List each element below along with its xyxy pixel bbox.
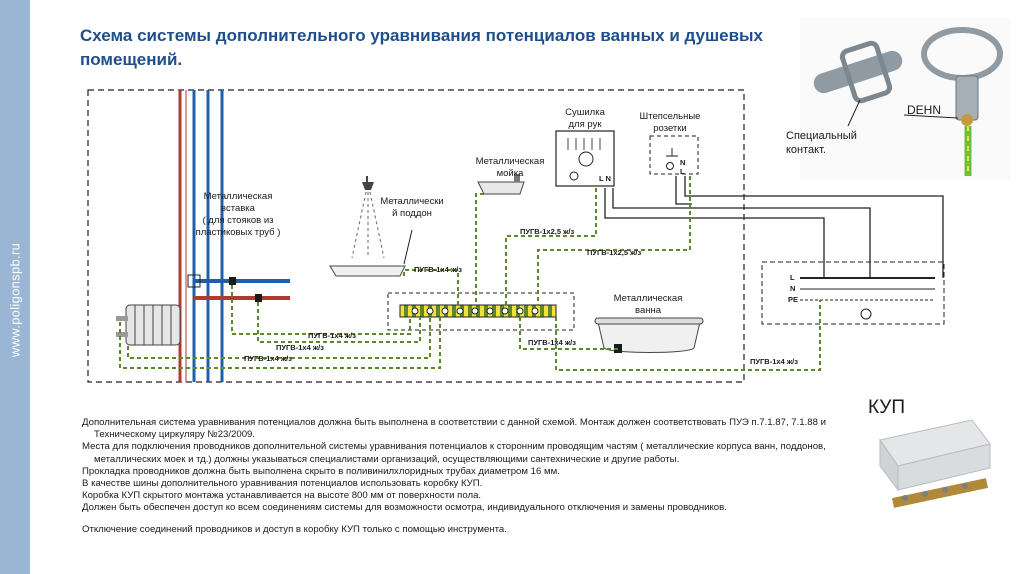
kup-label: КУП xyxy=(868,397,906,418)
power-wiring xyxy=(604,176,944,278)
socket-terminal-l: L xyxy=(680,167,685,176)
shower-tray xyxy=(329,229,413,277)
note-item: Коробка КУП скрытого монтажа устанавлива… xyxy=(82,490,482,502)
sink-label-2: мойка xyxy=(497,168,524,179)
insert-label-2: вставка xyxy=(221,203,256,214)
cable-label-riser: ПУГВ-1х4 ж/з xyxy=(276,343,324,352)
note-item: Прокладка проводников должна быть выполн… xyxy=(82,465,560,477)
dehn-label: DEHN xyxy=(907,103,941,117)
panel-terminal-l: L xyxy=(790,273,795,282)
cable-label-dryer: ПУГВ-1х2,5 ж/з xyxy=(520,227,574,236)
tray-label-1: Металлически xyxy=(380,196,443,207)
cable-label-insert: ПУГВ-1х4 ж/з xyxy=(308,331,356,340)
cable-label-radiator: ПУГВ-1х4 ж/з xyxy=(244,354,292,363)
bath-label-2: ванна xyxy=(635,305,662,316)
note-item: В качестве шины дополнительного уравнива… xyxy=(82,478,483,490)
socket-terminal-n: N xyxy=(680,158,685,167)
insert-label-1: Металлическая xyxy=(204,191,273,202)
special-contact-label-1: Специальный xyxy=(786,130,857,142)
note-item: Места для подключения проводников дополн… xyxy=(82,441,826,465)
dryer-label-1: Сушилка xyxy=(565,107,605,118)
panel-terminal-n: N xyxy=(790,284,795,293)
power-sockets xyxy=(649,135,699,175)
note-item: Дополнительная система уравнивания потен… xyxy=(82,417,826,441)
note-item: Отключение соединений проводников и дост… xyxy=(82,523,507,535)
special-contact-label-2: контакт. xyxy=(786,144,826,156)
cable-label-sockets: ПУГВ-1х2,5 ж/з xyxy=(587,248,641,257)
dryer-label-2: для рук xyxy=(569,119,603,130)
sockets-label-2: розетки xyxy=(653,123,687,134)
radiator xyxy=(116,304,181,346)
hand-dryer xyxy=(555,130,615,187)
notes-block: Дополнительная система уравнивания потен… xyxy=(82,417,842,536)
dryer-terminals: L N xyxy=(599,174,611,183)
metal-sink xyxy=(477,174,525,195)
insert-label-4: пластиковых труб ) xyxy=(196,227,281,238)
metal-bathtub xyxy=(594,317,704,353)
special-contact-photo: DEHN xyxy=(800,18,1010,180)
sink-label-1: Металлическая xyxy=(476,156,545,167)
cable-label-bath: ПУГВ-1х4 ж/з xyxy=(528,338,576,347)
distribution-panel xyxy=(761,261,945,325)
page-title: Схема системы дополнительного уравнивани… xyxy=(80,26,764,69)
cable-label-tray: ПУГВ-1х4 ж/з xyxy=(414,265,462,274)
note-item: Должен быть обеспечен доступ ко всем сое… xyxy=(82,502,727,514)
sockets-label-1: Штепсельные xyxy=(640,111,701,122)
kup-busbar xyxy=(387,292,575,331)
sidebar-strip: www.poligonspb.ru xyxy=(0,0,30,574)
kup-box-photo xyxy=(879,419,991,508)
shower-head xyxy=(351,176,385,259)
room-boundary xyxy=(87,89,745,383)
riser-pipes xyxy=(178,90,290,382)
panel-terminal-pe: PE xyxy=(788,295,798,304)
ground-wiring xyxy=(119,176,821,371)
bath-label-1: Металлическая xyxy=(614,293,683,304)
insert-label-3: ( для стояков из xyxy=(203,215,274,226)
tray-label-2: й поддон xyxy=(392,208,432,219)
cable-label-panel: ПУГВ-1х4 ж/з xyxy=(750,357,798,366)
